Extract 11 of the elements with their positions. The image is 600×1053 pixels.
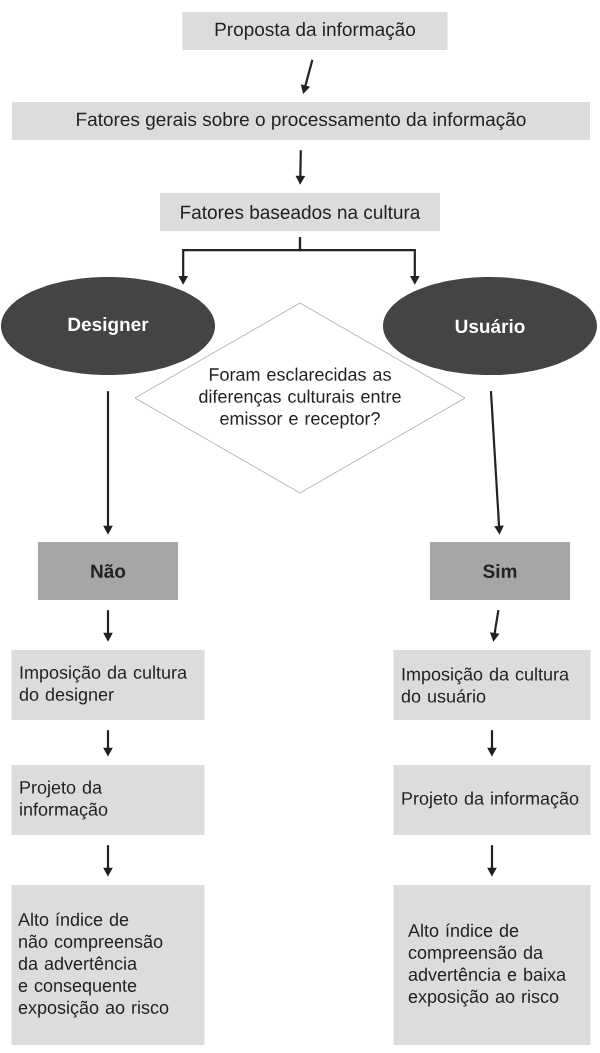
process-box: Fatores gerais sobre o processamento da informação (12, 102, 590, 140)
answer-box: Sim (430, 542, 570, 600)
answer-box: Não (38, 542, 178, 600)
process-box: Alto índice de compreensão da advertência e baixa exposição ao risco (393, 885, 591, 1045)
process-box: Projeto da informação (11, 765, 205, 835)
process-box: Alto índice de não compreensão da advertência e consequente exposição ao risco (11, 885, 205, 1045)
process-box: Projeto da informação (393, 765, 591, 835)
process-box: Proposta da informação (182, 12, 448, 50)
process-box: Fatores baseados na cultura (160, 193, 440, 231)
process-box: Imposição da cultura do designer (11, 650, 205, 720)
process-box: Imposição da cultura do usuário (393, 650, 591, 720)
